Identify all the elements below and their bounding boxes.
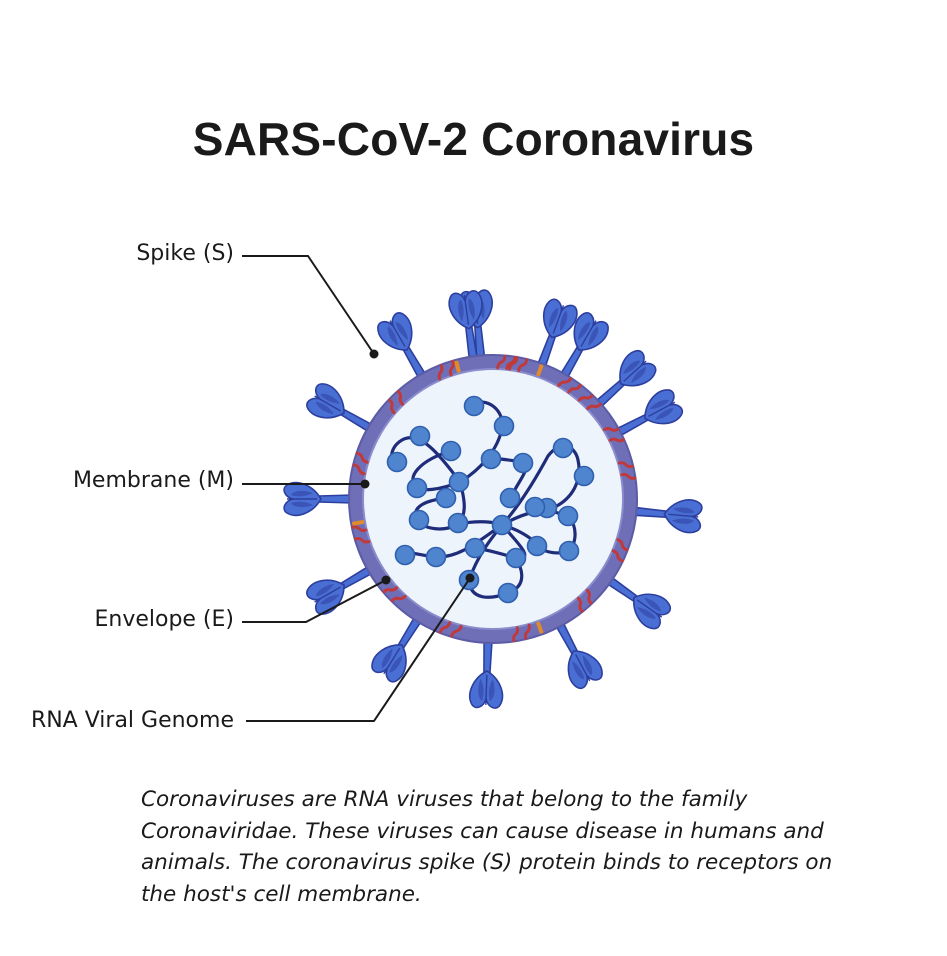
nucleocapsid-icon (406, 477, 428, 499)
leader-line-envelope-dot (381, 575, 391, 585)
nucleocapsid-icon (505, 547, 527, 569)
nucleocapsid-icon (526, 535, 548, 557)
membrane-protein-icon (617, 461, 637, 480)
leader-lines (242, 255, 475, 722)
leader-line-spike (242, 255, 375, 355)
label-spike: Spike (S) (136, 241, 234, 266)
membrane-protein-icon (388, 390, 404, 415)
spike-protein-icon (283, 481, 354, 517)
page-title: SARS-CoV-2 Coronavirus (192, 113, 755, 165)
nucleocapsid-icon (512, 452, 534, 474)
membrane-protein-icon (512, 623, 531, 643)
nucleocapsid-icon (464, 537, 486, 559)
envelope-protein-icon (351, 519, 365, 526)
membrane-protein-icon (496, 354, 519, 371)
spike-protein-icon (631, 499, 703, 534)
spike-protein-icon (306, 383, 375, 434)
leader-line-spike-dot (369, 349, 379, 359)
label-rna-genome: RNA Viral Genome (30, 708, 234, 733)
membrane-protein-icon (576, 588, 593, 613)
membrane-protein-layer (351, 354, 637, 643)
nucleocapsid-icon (491, 514, 513, 536)
nucleocapsid-icon (552, 437, 574, 459)
nucleocapsid-icon (480, 448, 502, 470)
membrane-protein-icon (438, 621, 463, 638)
nucleocapsid-icon (497, 582, 519, 604)
nucleocapsid-icon (557, 505, 579, 527)
description-text: Coronaviruses are RNA viruses that belon… (141, 787, 833, 907)
label-envelope: Envelope (E) (94, 607, 234, 632)
membrane-protein-icon (611, 538, 629, 563)
nucleocapsid-icon (435, 487, 457, 509)
membrane-protein-icon (352, 451, 369, 476)
envelope-protein-icon (536, 621, 544, 634)
nucleocapsid-icon (425, 546, 447, 568)
nucleocapsid-icon (463, 395, 485, 417)
membrane-protein-icon (602, 426, 625, 443)
spike-layer (283, 289, 703, 709)
envelope-protein-icon (536, 364, 544, 377)
nucleocapsid-icon (394, 544, 416, 566)
label-membrane: Membrane (M) (72, 468, 234, 493)
leader-line-membrane-dot (360, 479, 370, 489)
nucleocapsid-icon (409, 425, 431, 447)
spike-protein-icon (469, 637, 504, 709)
membrane-protein-icon (505, 356, 529, 373)
membrane-protein-icon (557, 377, 582, 394)
nucleocapsid-icon (558, 540, 580, 562)
spike-protein-icon (306, 564, 375, 615)
nucleocapsid-icon (408, 509, 430, 531)
leader-line-rna (246, 577, 471, 722)
leader-line-rna-dot (465, 573, 475, 583)
nucleocapsid-icon (573, 465, 595, 487)
spike-protein-icon (536, 298, 578, 370)
spike-protein-icon (554, 619, 603, 690)
spike-protein-icon (604, 575, 672, 630)
nucleocapsid-icon (499, 487, 521, 509)
leader-line-envelope (242, 579, 387, 623)
spike-protein-icon (371, 614, 424, 683)
envelope-protein-icon (454, 360, 461, 373)
membrane-protein-icon (351, 525, 371, 544)
membrane-protein-icon (382, 586, 407, 602)
nucleocapsid-icon (386, 451, 408, 473)
nucleocapsid-icon (440, 440, 462, 462)
nucleocapsid-icon (493, 415, 515, 437)
membrane-protein-icon (577, 394, 602, 410)
nucleocapsid-icon (524, 496, 546, 518)
spike-protein-icon (593, 349, 657, 410)
nucleocapsid-icon (447, 512, 469, 534)
membrane-protein-icon (437, 360, 455, 381)
nucleocapsid-icon (448, 471, 470, 493)
nucleocapsid-layer (386, 395, 595, 604)
